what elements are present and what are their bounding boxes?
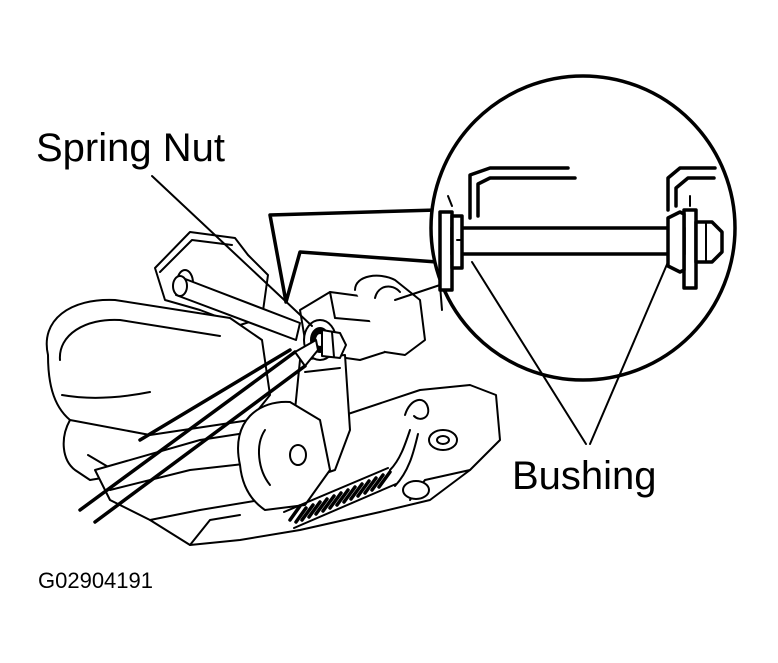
spring-nut-label: Spring Nut: [36, 126, 225, 170]
bushing-leader-left: [471, 261, 587, 445]
coil-spring: [283, 429, 419, 529]
figure-code: G02904191: [38, 568, 153, 593]
shaft: [172, 275, 301, 341]
detail-magnifier: [429, 74, 737, 382]
screwdriver: [78, 339, 319, 524]
magnifier-callout: [268, 208, 439, 304]
mechanism-illustration: [45, 231, 501, 546]
bushing-leader-right: [589, 261, 669, 445]
bushing-label: Bushing: [512, 454, 657, 498]
spring-nut-leader: [151, 175, 313, 327]
leader-lines: [151, 175, 669, 445]
